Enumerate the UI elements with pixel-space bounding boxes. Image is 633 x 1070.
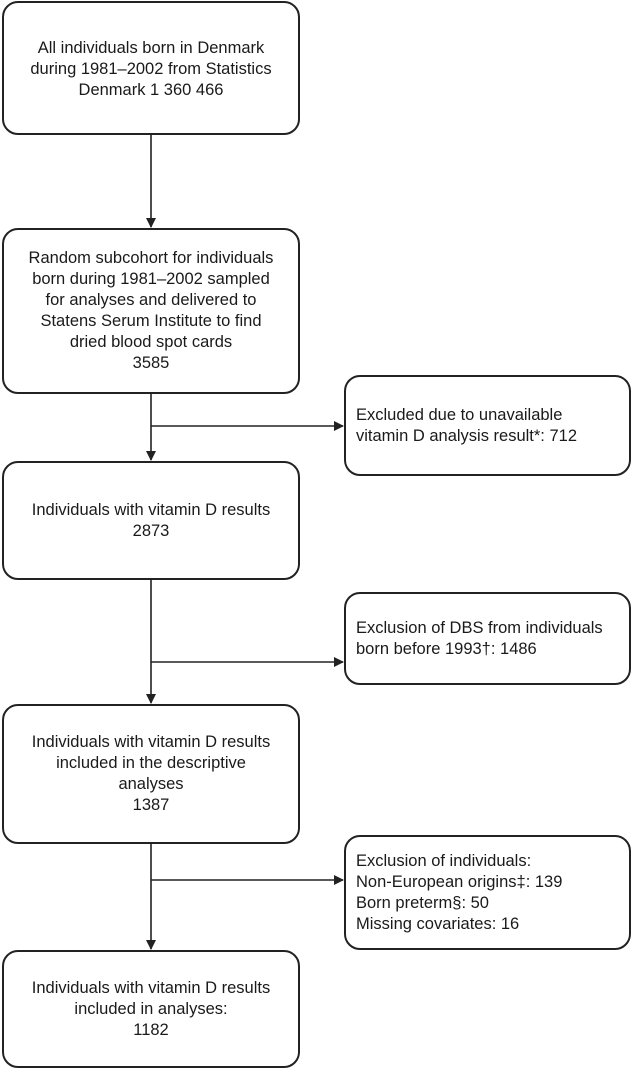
box-all-born-line-2: during 1981–2002 from Statistics (30, 59, 272, 78)
box-excluded-non-european: Non-European origins‡: 139 (356, 872, 563, 891)
box-subcohort-line-4: Statens Serum Institute to find (40, 312, 262, 330)
box-descriptive-line-2: included in the descriptive (56, 754, 246, 772)
box-excluded-dbs-line-2: born before 1993†: 1486 (356, 639, 537, 658)
box-with-vitd-line-1: Individuals with vitamin D results (31, 500, 271, 519)
box-excluded-unavailable-line-2: vitamin D analysis result*: 712 (356, 426, 578, 445)
box-subcohort-line-3: for analyses and delivered to (45, 291, 257, 309)
box-with-vitd-count: 2873 (132, 521, 170, 540)
box-final: Individuals with vitamin D results inclu… (2, 950, 300, 1068)
box-excluded-dbs-line-1: Exclusion of DBS from individuals (356, 618, 603, 637)
box-descriptive-line-3: analyses (118, 775, 184, 793)
box-descriptive-line-1: Individuals with vitamin D results (31, 733, 271, 751)
box-with-vitd: Individuals with vitamin D results 2873 (2, 461, 300, 580)
box-final-line-2: included in analyses: (74, 999, 228, 1018)
box-descriptive-count: 1387 (132, 796, 170, 814)
box-excluded-unavailable: Excluded due to unavailable vitamin D an… (344, 375, 631, 476)
box-subcohort-line-5: dried blood spot cards (69, 333, 233, 351)
box-excluded-missing-covariates: Missing covariates: 16 (356, 914, 520, 933)
box-subcohort-line-1: Random subcohort for individuals (28, 249, 274, 267)
box-all-born-line-3: Denmark 1 360 466 (78, 80, 224, 99)
box-all-born-line-1: All individuals born in Denmark (37, 38, 265, 57)
box-all-born: All individuals born in Denmark during 1… (2, 1, 300, 135)
box-excluded-preterm: Born preterm§: 50 (356, 893, 489, 912)
box-excluded-dbs: Exclusion of DBS from individuals born b… (344, 592, 631, 685)
box-excluded-individuals-heading: Exclusion of individuals: (356, 851, 532, 870)
box-subcohort-count: 3585 (132, 354, 170, 372)
box-final-line-1: Individuals with vitamin D results (31, 978, 271, 997)
box-descriptive: Individuals with vitamin D results inclu… (2, 704, 300, 844)
box-final-count: 1182 (133, 1020, 169, 1039)
box-excluded-unavailable-line-1: Excluded due to unavailable (356, 405, 563, 424)
box-random-subcohort: Random subcohort for individuals born du… (2, 228, 300, 394)
box-subcohort-line-2: born during 1981–2002 sampled (32, 270, 270, 288)
box-excluded-individuals: Exclusion of individuals: Non-European o… (344, 835, 631, 950)
